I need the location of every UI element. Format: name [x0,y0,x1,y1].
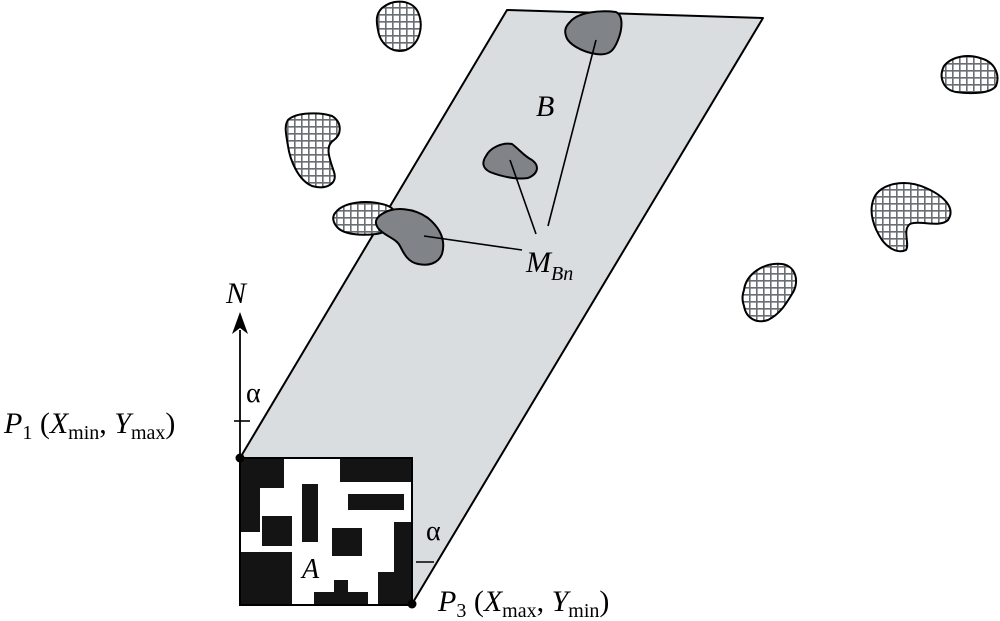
block [302,484,318,542]
region-b-label: B [536,90,554,123]
block [394,522,412,572]
region-a-label: A [300,554,320,585]
hatched-blob-1 [375,0,422,52]
block [348,494,404,510]
hatched-blob-5 [870,182,952,253]
block [240,458,284,488]
block [332,528,362,556]
band-object-lower [374,208,445,266]
mbn-label: MBn [525,246,573,285]
alpha-label-bottom: α [426,516,441,547]
alpha-label-top: α [246,378,261,409]
block [314,592,368,605]
region-a [239,457,413,606]
p1-label: P1 (Xmin, Ymax) [3,407,175,444]
point-p1-marker [235,453,245,463]
block [334,580,348,592]
point-p3-marker [407,599,417,609]
band-objects [374,10,623,266]
hatched-blob-2 [284,112,341,189]
block [262,516,292,546]
north-label: N [225,277,248,310]
block [240,488,260,532]
hatched-blob-6 [741,262,798,323]
north-arrow [232,312,248,458]
outside-objects [284,0,999,323]
p3-label: P3 (Xmax, Ymin) [437,585,609,621]
block [240,552,292,605]
block [378,572,412,605]
band-object-top [564,10,623,56]
connectors [423,39,597,251]
hatched-blob-4 [940,55,999,95]
block [340,458,412,482]
